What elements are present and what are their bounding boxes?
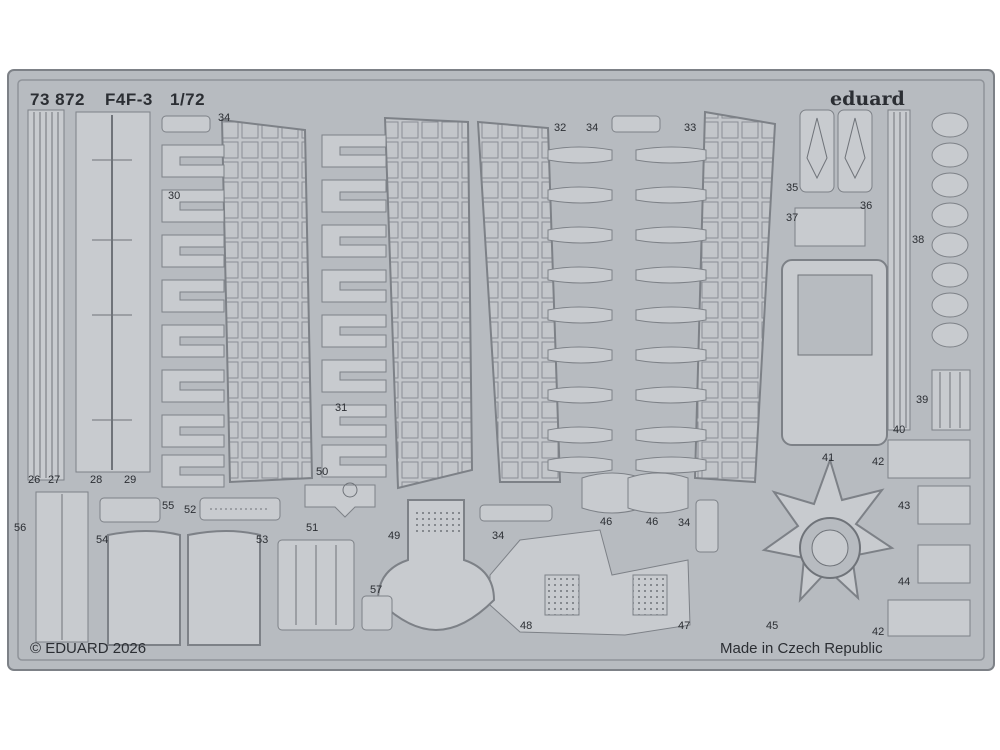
set-number: 73 872 [30,90,85,109]
origin-label: Made in Czech Republic [720,640,883,657]
part-clips-42-44 [887,439,971,637]
part-47-48 [489,529,691,636]
part-number: 34 [678,517,691,529]
part-number: 44 [898,576,911,588]
part-hinges-33 [635,146,707,474]
part-number: 30 [168,190,181,202]
part-53-54 [107,530,261,646]
part-number: 56 [14,522,27,534]
part-number: 45 [766,620,779,632]
part-number: 51 [306,522,319,534]
brand-logo: eduard [830,88,905,110]
part-37 [794,207,866,247]
part-number: 34 [492,530,505,542]
part-number: 42 [872,626,885,638]
model-name: F4F-3 [105,90,153,109]
part-57 [361,595,393,631]
fret-inner-frame [17,79,985,661]
part-ribs-31 [321,134,387,478]
part-wing-panel-30 [220,118,314,484]
part-50 [304,482,376,518]
part-number: 29 [124,474,137,486]
part-hinges-32 [547,146,613,474]
part-number: 57 [370,584,383,596]
part-number: 46 [600,516,613,528]
part-number: 27 [48,474,61,486]
scale: 1/72 [170,90,206,109]
part-strips-38-40 [887,109,911,431]
part-rings-38 [931,112,969,348]
part-number: 39 [916,394,929,406]
part-flap-32 [476,120,562,483]
part-rails-26-27 [27,109,65,481]
part-number: 36 [860,200,873,212]
part-number: 53 [256,534,269,546]
part-56 [35,491,89,643]
copyright: © EDUARD 2026 [30,640,147,657]
part-51 [277,539,355,631]
part-number: 37 [786,212,799,224]
part-cowl-panel [781,259,888,446]
part-number: 40 [893,424,906,436]
part-35-36 [799,109,873,193]
part-55 [99,497,161,523]
part-number: 52 [184,504,197,516]
part-number: 42 [872,456,885,468]
part-number: 41 [822,452,835,464]
part-52 [199,497,281,521]
part-links-34 [161,115,719,553]
part-number: 38 [912,234,925,246]
part-49 [376,499,496,632]
part-46 [581,472,689,514]
part-number: 33 [684,122,697,134]
part-number: 26 [28,474,41,486]
part-number: 34 [586,122,599,134]
part-strips-39 [931,369,971,431]
part-number: 48 [520,620,533,632]
part-number: 43 [898,500,911,512]
part-number: 55 [162,500,175,512]
part-number: 49 [388,530,401,542]
part-ladder-28-29 [75,111,151,473]
part-number: 31 [335,402,348,414]
part-engine-45 [761,456,895,603]
part-number: 28 [90,474,103,486]
part-number: 32 [554,122,567,134]
part-number: 47 [678,620,691,632]
part-ribs-30 [161,144,225,488]
part-number: 54 [96,534,109,546]
part-number: 35 [786,182,799,194]
part-number: 34 [218,112,231,124]
part-wing-panel-31 [383,116,474,490]
part-number: 46 [646,516,659,528]
part-number: 50 [316,466,329,478]
